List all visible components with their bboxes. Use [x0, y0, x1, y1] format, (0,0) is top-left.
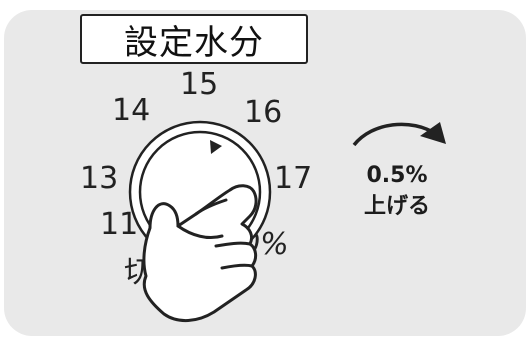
dial-label-17: 17: [274, 161, 313, 196]
clockwise-arrow-icon: [352, 122, 446, 147]
dial-label-16: 16: [244, 95, 283, 130]
hand-icon: [142, 184, 258, 322]
title-text: 設定水分: [124, 22, 264, 63]
dial-label-14: 14: [112, 93, 151, 128]
increase-note: 0.5% 上げる: [347, 160, 447, 222]
dial-label-15: 15: [180, 67, 219, 102]
setting-title-label: 設定水分: [80, 14, 308, 64]
pointer-triangle-icon: [210, 140, 222, 154]
dial-label-11: 11: [100, 207, 139, 242]
increase-amount: 0.5%: [366, 163, 428, 188]
increase-label: 上げる: [363, 194, 430, 219]
dial-label-13: 13: [80, 161, 119, 196]
